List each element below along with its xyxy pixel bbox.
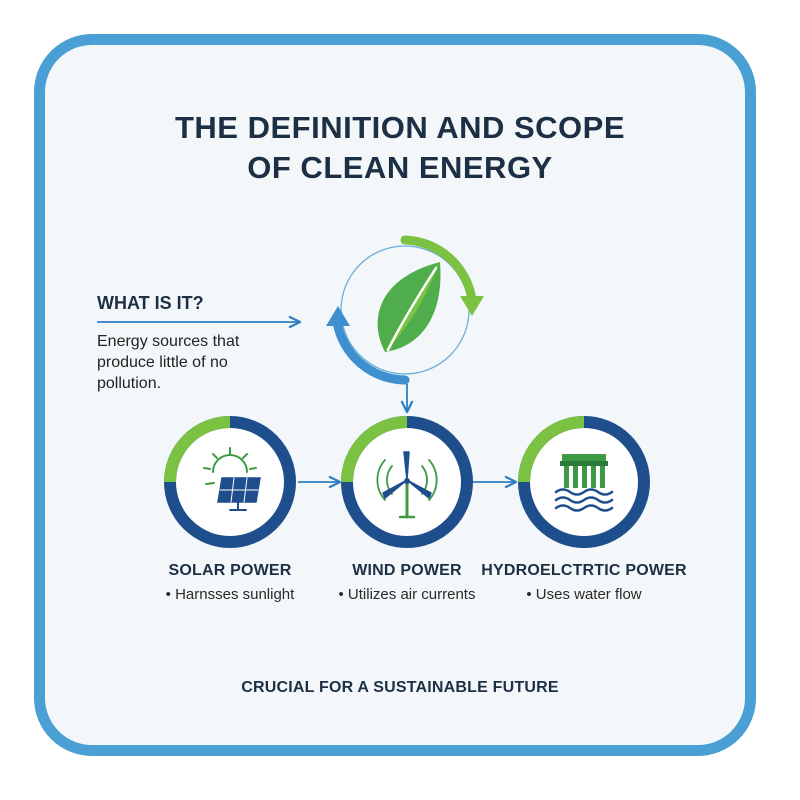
- footer-tagline: CRUCIAL FOR A SUSTAINABLE FUTURE: [241, 679, 559, 696]
- definition-description: Energy sources that produce little of no…: [97, 333, 240, 392]
- title-line-2: OF CLEAN ENERGY: [247, 150, 553, 185]
- wind-turbine-icon: [376, 451, 438, 519]
- page-title: THE DEFINITION AND SCOPE OF CLEAN ENERGY: [0, 108, 800, 188]
- wind-power-label: WIND POWER: [352, 562, 462, 579]
- cycle-arrows: [326, 235, 484, 385]
- solar-power-label: SOLAR POWER: [168, 562, 292, 579]
- title-line-1: THE DEFINITION AND SCOPE: [174, 110, 626, 145]
- outer-frame: [34, 34, 756, 756]
- hydroelectric-power-label: HYDROELCTRTIC POWER: [481, 562, 687, 579]
- hydroelectric-power-description: • Uses water flow: [526, 586, 642, 603]
- solar-power-description: • Harnsses sunlight: [165, 586, 295, 603]
- wind-power-description: • Utilizes air currents: [338, 586, 476, 603]
- solar-panel-icon: [203, 447, 261, 511]
- hydro-dam-icon: [554, 454, 614, 512]
- definition-heading: WHAT IS IT?: [97, 293, 204, 313]
- leaf-icon: [377, 262, 441, 352]
